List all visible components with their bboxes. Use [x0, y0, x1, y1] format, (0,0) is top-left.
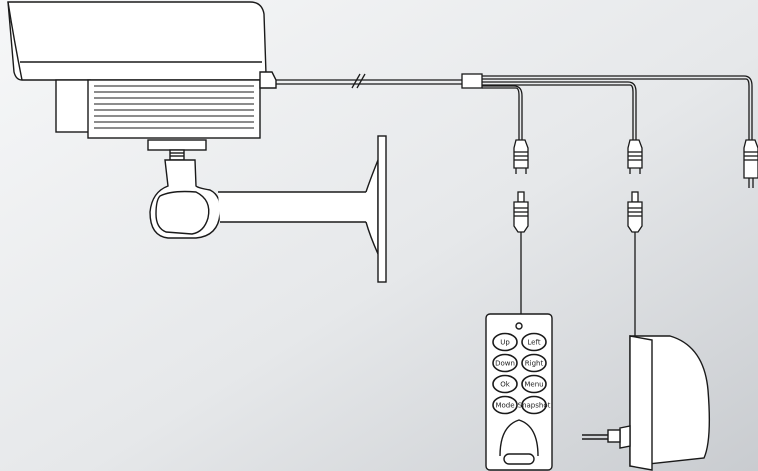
- remote-button-label: Mode: [495, 402, 514, 410]
- mount-arm: [218, 191, 373, 223]
- remote-button-label: Left: [527, 339, 540, 347]
- cable-break-mark: [351, 73, 366, 89]
- remote-plug: [513, 191, 529, 316]
- cable-branch-middle: [482, 81, 637, 140]
- remote-slot: [503, 453, 535, 465]
- cable-splitter: [461, 73, 483, 89]
- camera-rear: [55, 79, 91, 133]
- camera-hood: [7, 1, 267, 81]
- connector-video: [743, 139, 758, 188]
- remote-button-mode[interactable]: Mode: [492, 395, 518, 415]
- remote-button-right[interactable]: Right: [521, 353, 547, 373]
- connector-power: [627, 139, 643, 174]
- remote-button-left[interactable]: Left: [521, 332, 547, 352]
- remote-button-snapshot[interactable]: Snapshot: [518, 395, 551, 415]
- cable-branch-left: [482, 85, 523, 140]
- connectors-upper: [513, 139, 758, 188]
- camera-fins: [94, 85, 254, 129]
- remote-body: [485, 313, 553, 471]
- remote-led: [515, 322, 523, 330]
- remote-logo-arc: [499, 419, 539, 457]
- remote-button-up[interactable]: Up: [492, 332, 518, 352]
- remote-control-icon: [485, 313, 553, 471]
- remote-button-label: Snapshot: [518, 402, 551, 410]
- mount-plate: [147, 139, 207, 151]
- cables: [276, 73, 753, 140]
- remote-button-ok[interactable]: Ok: [492, 374, 518, 394]
- remote-button-menu[interactable]: Menu: [521, 374, 547, 394]
- remote-button-label: Right: [525, 360, 544, 368]
- mount-screw: [169, 149, 185, 161]
- remote-button-label: Ok: [500, 381, 511, 389]
- camera-icon: [7, 1, 277, 139]
- power-plug: [627, 191, 643, 336]
- cable-branch-right: [482, 75, 753, 140]
- connectors-lower: [513, 191, 643, 336]
- remote-button-down[interactable]: Down: [492, 353, 518, 373]
- remote-button-label: Down: [495, 360, 515, 368]
- connector-control: [513, 139, 529, 174]
- adapter-base: [619, 425, 631, 449]
- power-adapter-icon: [582, 335, 711, 471]
- cable-gland: [259, 71, 277, 89]
- camera-body-fins: [87, 79, 261, 139]
- remote-button-label: Up: [500, 339, 510, 347]
- wall-mount-icon: [147, 135, 387, 283]
- remote-button-label: Menu: [524, 381, 543, 389]
- wall-plate: [377, 135, 387, 283]
- adapter-socket: [607, 429, 621, 443]
- adapter-face: [629, 335, 653, 471]
